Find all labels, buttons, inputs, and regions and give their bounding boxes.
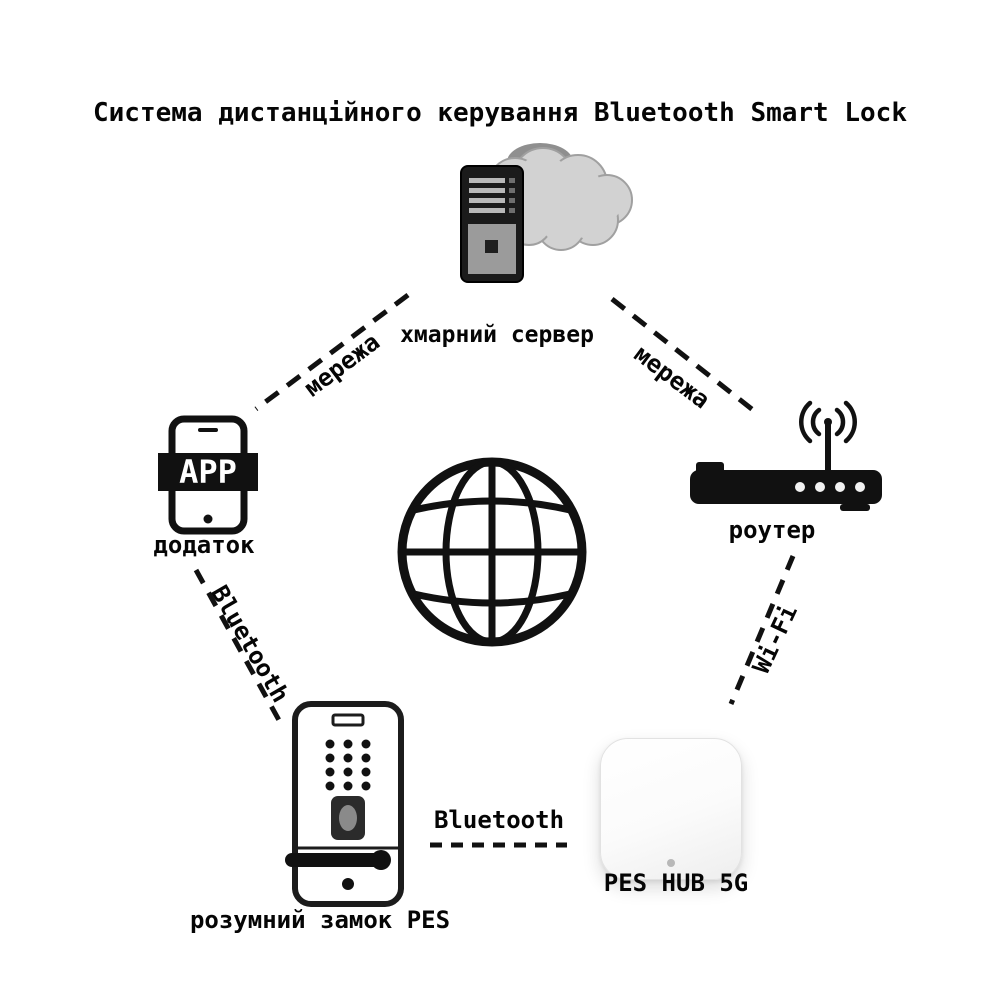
edge-app-cloud [254,293,410,411]
hub-led-dot [667,859,675,867]
router-label: роутер [728,516,816,544]
wifi-router-icon [690,400,882,511]
door-lock-icon [285,701,404,907]
cloud-server-icon [460,143,633,283]
hub-label: PES HUB 5G [603,869,749,897]
diagram-title: Система дистанційного керування Bluetoot… [93,98,907,128]
app-icon-text: APP [179,453,237,491]
edge-router-hub [728,555,796,705]
smartphone-app-icon: APP [158,415,258,535]
hub-icon [600,738,742,880]
edge-label-bluetooth-bottom: Bluetooth [433,806,565,834]
app-label: додаток [153,531,255,559]
cloud-server-label: хмарний сервер [400,322,594,348]
smart-lock-label: розумний замок PES [189,906,451,934]
edge-cloud-router [610,297,755,412]
globe-icon [397,457,587,647]
edge-app-lock [193,568,283,724]
